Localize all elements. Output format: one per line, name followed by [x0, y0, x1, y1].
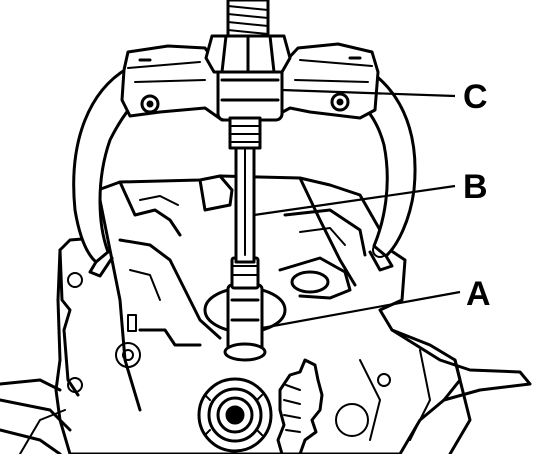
- callout-label-a: A: [466, 275, 491, 313]
- puller-crossbar: [120, 42, 380, 150]
- shaft-sleeve: [203, 256, 287, 362]
- callout-lines: [253, 88, 461, 330]
- forcing-screw: [204, 0, 292, 74]
- bearing: [197, 377, 273, 453]
- callout-label-b: B: [463, 168, 488, 206]
- puller-spindle: [234, 138, 256, 264]
- callout-line-c: [281, 88, 456, 98]
- callout-label-c: C: [463, 78, 488, 116]
- callout-line-b: [253, 184, 456, 217]
- callout-line-a: [261, 290, 461, 330]
- drive-gear: [276, 358, 324, 454]
- callout-labels: C B A: [463, 78, 491, 313]
- puller-legs: [72, 60, 417, 278]
